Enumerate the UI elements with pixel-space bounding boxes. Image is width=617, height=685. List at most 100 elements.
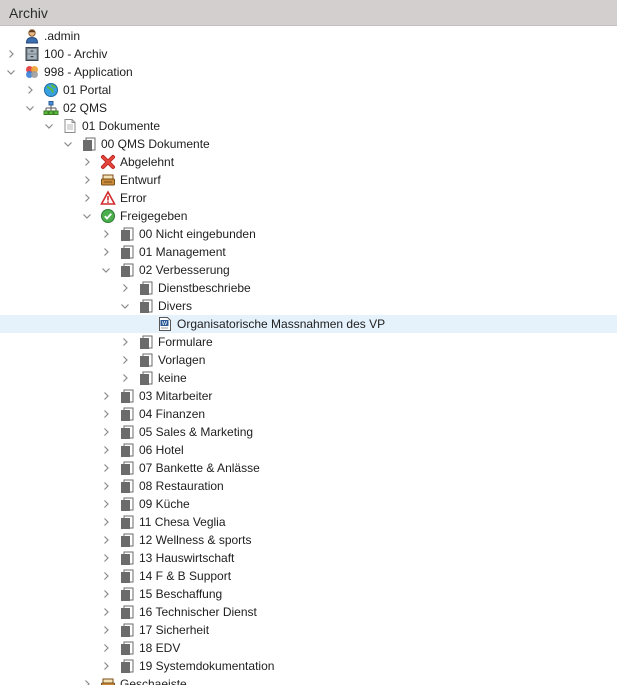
chevron-right-icon[interactable] — [101, 463, 111, 473]
tree-item-error[interactable]: Error — [0, 189, 617, 207]
chevron-right-icon[interactable] — [101, 589, 111, 599]
tree-item-label: Geschaeiste — [120, 677, 187, 685]
chevron-right-icon[interactable] — [101, 229, 111, 239]
tree-item-entwurf[interactable]: Entwurf — [0, 171, 617, 189]
tree-item-05-sales-marketing[interactable]: 05 Sales & Marketing — [0, 423, 617, 441]
tree-item-keine[interactable]: keine — [0, 369, 617, 387]
chevron-down-icon[interactable] — [6, 67, 16, 77]
tree-item-vorlagen[interactable]: Vorlagen — [0, 351, 617, 369]
chevron-right-icon[interactable] — [101, 499, 111, 509]
draft-icon — [100, 676, 116, 685]
tree-item-label: 06 Hotel — [139, 443, 184, 457]
tree-item-label: 100 - Archiv — [44, 47, 108, 61]
tree-item-12-wellness-sports[interactable]: 12 Wellness & sports — [0, 531, 617, 549]
chevron-right-icon[interactable] — [120, 283, 130, 293]
chevron-right-icon[interactable] — [101, 247, 111, 257]
folder-icon — [138, 370, 154, 386]
chevron-right-icon[interactable] — [82, 175, 92, 185]
chevron-right-icon[interactable] — [101, 643, 111, 653]
tree-item-14-f-b-support[interactable]: 14 F & B Support — [0, 567, 617, 585]
chevron-right-icon[interactable] — [82, 193, 92, 203]
tree-item-label: 14 F & B Support — [139, 569, 232, 583]
chevron-right-icon[interactable] — [82, 157, 92, 167]
chevron-down-icon[interactable] — [101, 265, 111, 275]
tree-item-02-verbesserung[interactable]: 02 Verbesserung — [0, 261, 617, 279]
tree-item-label: Organisatorische Massnahmen des VP — [177, 317, 386, 331]
chevron-right-icon[interactable] — [101, 661, 111, 671]
chevron-right-icon[interactable] — [101, 535, 111, 545]
tree-item-07-bankette-anlaesse[interactable]: 07 Bankette & Anlässe — [0, 459, 617, 477]
chevron-right-icon[interactable] — [101, 445, 111, 455]
chevron-right-icon[interactable] — [101, 409, 111, 419]
folder-icon — [119, 460, 135, 476]
tree-item-gesch-partial[interactable]: Geschaeiste — [0, 675, 617, 685]
chevron-right-icon[interactable] — [120, 337, 130, 347]
tree-item-00-qms-dokumente[interactable]: 00 QMS Dokumente — [0, 135, 617, 153]
tree-item-998-application[interactable]: 998 - Application — [0, 63, 617, 81]
tree-item-06-hotel[interactable]: 06 Hotel — [0, 441, 617, 459]
tree-item-16-technischer-dienst[interactable]: 16 Technischer Dienst — [0, 603, 617, 621]
archive-icon — [24, 46, 40, 62]
tree-item-15-beschaffung[interactable]: 15 Beschaffung — [0, 585, 617, 603]
application-icon — [24, 64, 40, 80]
chevron-down-icon[interactable] — [63, 139, 73, 149]
tree-item-dienstbeschriebe[interactable]: Dienstbeschriebe — [0, 279, 617, 297]
chevron-right-icon[interactable] — [120, 373, 130, 383]
tree-item-abgelehnt[interactable]: Abgelehnt — [0, 153, 617, 171]
chevron-right-icon[interactable] — [120, 355, 130, 365]
tree-item-17-sicherheit[interactable]: 17 Sicherheit — [0, 621, 617, 639]
tree-item-11-chesa-veglia[interactable]: 11 Chesa Veglia — [0, 513, 617, 531]
chevron-right-icon[interactable] — [101, 553, 111, 563]
chevron-right-icon[interactable] — [101, 607, 111, 617]
tree-item-08-restauration[interactable]: 08 Restauration — [0, 477, 617, 495]
chevron-right-icon[interactable] — [101, 625, 111, 635]
tree-item-01-portal[interactable]: 01 Portal — [0, 81, 617, 99]
tree-item-label: Divers — [158, 299, 193, 313]
chevron-down-icon[interactable] — [82, 211, 92, 221]
tree-item-01-dokumente[interactable]: 01 Dokumente — [0, 117, 617, 135]
tree-item-04-finanzen[interactable]: 04 Finanzen — [0, 405, 617, 423]
tree-item-label: 02 Verbesserung — [139, 263, 230, 277]
folder-icon — [119, 496, 135, 512]
tree-item-label: 02 QMS — [63, 101, 108, 115]
chevron-right-icon[interactable] — [101, 571, 111, 581]
folder-icon — [138, 280, 154, 296]
chevron-right-icon[interactable] — [101, 481, 111, 491]
tree-item-19-systemdokumentation[interactable]: 19 Systemdokumentation — [0, 657, 617, 675]
tree-item-00-nicht-eingebunden[interactable]: 00 Nicht eingebunden — [0, 225, 617, 243]
folder-icon — [119, 406, 135, 422]
tree-item-divers[interactable]: Divers — [0, 297, 617, 315]
chevron-right-icon[interactable] — [25, 85, 35, 95]
tree-item-03-mitarbeiter[interactable]: 03 Mitarbeiter — [0, 387, 617, 405]
rejected-icon — [100, 154, 116, 170]
tree-item-01-management[interactable]: 01 Management — [0, 243, 617, 261]
folder-icon — [119, 244, 135, 260]
chevron-right-icon[interactable] — [101, 517, 111, 527]
tree-item-label: 12 Wellness & sports — [139, 533, 252, 547]
chevron-right-icon[interactable] — [101, 391, 111, 401]
tree-item-18-edv[interactable]: 18 EDV — [0, 639, 617, 657]
chevron-down-icon[interactable] — [25, 103, 35, 113]
folder-icon — [138, 334, 154, 350]
tree-item-13-hauswirtschaft[interactable]: 13 Hauswirtschaft — [0, 549, 617, 567]
chevron-right-icon[interactable] — [82, 679, 92, 685]
tree-item-label: 08 Restauration — [139, 479, 224, 493]
folder-icon — [119, 658, 135, 674]
tree-item-100-archiv[interactable]: 100 - Archiv — [0, 45, 617, 63]
chevron-right-icon[interactable] — [6, 49, 16, 59]
chevron-right-icon[interactable] — [101, 427, 111, 437]
tree-item-label: 01 Dokumente — [82, 119, 161, 133]
tree-item-label: Entwurf — [120, 173, 161, 187]
tree-item-freigegeben[interactable]: Freigegeben — [0, 207, 617, 225]
folder-icon — [119, 442, 135, 458]
tree-item-02-qms[interactable]: 02 QMS — [0, 99, 617, 117]
chevron-down-icon[interactable] — [120, 301, 130, 311]
tree-item-09-kueche[interactable]: 09 Küche — [0, 495, 617, 513]
tree-item-label: 15 Beschaffung — [139, 587, 223, 601]
tree-item-formulare[interactable]: Formulare — [0, 333, 617, 351]
chevron-down-icon[interactable] — [44, 121, 54, 131]
folder-icon — [138, 298, 154, 314]
tree-item-admin[interactable]: .admin — [0, 27, 617, 45]
